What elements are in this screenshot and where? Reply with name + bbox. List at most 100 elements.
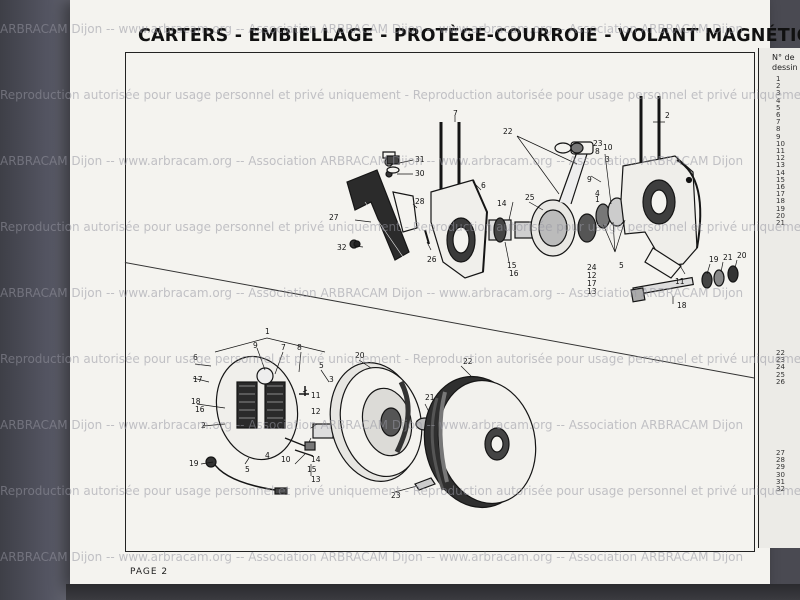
reference-number: 2 — [776, 82, 781, 91]
part-callout: 3 — [329, 375, 334, 384]
part-callout: 14 — [497, 199, 507, 208]
reference-number: 29 — [776, 463, 785, 472]
reference-number: 4 — [776, 96, 781, 105]
part-callout: 19 — [189, 459, 199, 468]
page-footer: PAGE 2 — [130, 567, 168, 577]
part-callout: 5 — [319, 361, 324, 370]
magneto-cover-part — [414, 375, 537, 509]
part-callout: 12 — [587, 271, 597, 280]
part-callout: 4 — [265, 451, 270, 460]
part-callout: 19 — [709, 255, 719, 264]
table-surface — [0, 0, 80, 600]
part-callout: 30 — [415, 169, 425, 178]
part-callout: 31 — [415, 155, 425, 164]
part-callout: 21 — [425, 393, 435, 402]
part-callout: 28 — [415, 197, 425, 206]
reference-number: 24 — [776, 363, 785, 372]
crankshaft-part — [488, 141, 638, 257]
reference-number: 32 — [776, 485, 785, 494]
part-callout: 11 — [311, 391, 321, 400]
reference-number: 11 — [776, 147, 785, 156]
reference-number: 18 — [776, 197, 785, 206]
reference-number: 6 — [776, 111, 781, 120]
reference-number: 28 — [776, 456, 785, 465]
part-callout: 5 — [245, 465, 250, 474]
page-edge-shadow — [66, 584, 800, 600]
part-callout: 18 — [191, 397, 201, 406]
part-callout: 25 — [525, 193, 535, 202]
part-callout: 23 — [391, 491, 401, 500]
part-callout: 22 — [503, 127, 513, 136]
page-number: 2 — [161, 567, 169, 577]
part-callout: 2 — [665, 111, 670, 120]
part-callout: 6 — [193, 353, 198, 362]
part-callout: 7 — [453, 109, 458, 118]
reference-number: 31 — [776, 477, 785, 486]
reference-number: 3 — [776, 89, 781, 98]
part-callout: 20 — [737, 251, 747, 260]
part-callout: 8 — [297, 343, 302, 352]
part-callout: 16 — [195, 405, 205, 414]
reference-number: 19 — [776, 204, 785, 213]
part-callout: 10 — [603, 143, 613, 152]
part-callout: 12 — [311, 407, 321, 416]
page-label: PAGE — [130, 567, 158, 577]
reference-number: 30 — [776, 470, 785, 479]
part-callout: 17 — [587, 279, 597, 288]
right-crankcase-part — [620, 96, 702, 279]
crankcase-bolt-part — [630, 265, 739, 303]
part-callout: 23 — [593, 139, 603, 148]
part-callout: 17 — [193, 375, 203, 384]
manual-page — [70, 0, 770, 590]
reference-number: 23 — [776, 356, 785, 365]
reference-number: 14 — [776, 168, 785, 177]
reference-number: 15 — [776, 175, 785, 184]
part-callout: 5 — [619, 261, 624, 270]
reference-number: 21 — [776, 219, 785, 228]
reference-number: 1 — [776, 75, 781, 83]
part-callout: 9 — [587, 175, 592, 184]
part-callout: 4 — [595, 189, 600, 198]
fasteners-top-part — [353, 142, 584, 248]
reference-number: 9 — [776, 132, 781, 141]
reference-column-heading: N° de dessin — [772, 53, 798, 72]
part-callout: 18 — [677, 301, 687, 310]
exploded-parts-drawing: 3130282732267622251415162381039421241217… — [189, 96, 747, 509]
part-callout: 11 — [675, 277, 685, 286]
reference-number: 10 — [776, 139, 785, 148]
reference-number: 25 — [776, 370, 785, 379]
part-callout: 1 — [265, 327, 270, 336]
part-callout: 2 — [201, 421, 206, 430]
reference-number: 12 — [776, 154, 785, 163]
reference-number: 16 — [776, 183, 785, 192]
left-crankcase-part — [430, 122, 489, 279]
page-title: CARTERS - EMBIELLAGE - PROTÈGE-COURROIE … — [138, 26, 800, 46]
part-callout: 6 — [481, 181, 486, 190]
part-callout: 22 — [463, 357, 473, 366]
part-callout: 7 — [281, 343, 286, 352]
flywheel-rotor-part — [329, 362, 435, 482]
reference-number: 7 — [776, 118, 781, 127]
reference-number: 8 — [776, 125, 781, 134]
diagram-frame — [125, 52, 755, 552]
reference-number: 5 — [776, 103, 781, 112]
part-callout: 15 — [307, 465, 317, 474]
reference-number: 27 — [776, 449, 785, 457]
reference-number: 22 — [776, 349, 785, 357]
part-callout: 9 — [253, 341, 258, 350]
part-callout: 16 — [509, 269, 519, 278]
part-callout: 13 — [311, 475, 321, 484]
part-callout: 24 — [587, 263, 597, 272]
reference-number: 13 — [776, 161, 785, 170]
reference-number: 17 — [776, 190, 785, 199]
part-callout: 13 — [587, 287, 597, 296]
part-callout: 27 — [329, 213, 339, 222]
reference-column-panel — [758, 48, 800, 548]
reference-number: 20 — [776, 211, 785, 220]
part-callout: 32 — [337, 243, 347, 252]
